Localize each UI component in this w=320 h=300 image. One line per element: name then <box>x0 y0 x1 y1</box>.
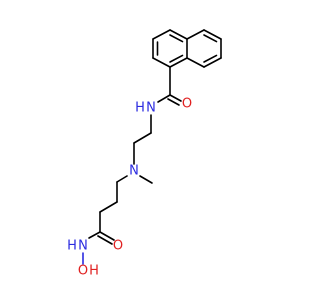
bond-chain-carbonyl-second <box>97 235 113 245</box>
hydroxamic-acid-group <box>82 231 115 265</box>
bond-c8a-c1-inner <box>169 54 184 63</box>
amine-substituents <box>116 175 153 184</box>
bond-c4-c4a <box>169 29 188 40</box>
naphthalene-ring-system <box>152 29 222 68</box>
atom-hydroxamic-h: H <box>67 239 77 254</box>
bond-c7-c8 <box>203 57 222 68</box>
bond-carbonyl-hydroxamic-n <box>88 231 101 239</box>
atom-amide-h: H <box>135 101 145 116</box>
bond-carbonyl-n <box>157 94 171 103</box>
atom-hydroxyl-o: O <box>78 264 88 279</box>
atom-amine-n: N <box>129 164 139 179</box>
bond-c4-c4a-inner <box>169 34 184 43</box>
atom-hydroxamic-n: N <box>78 239 88 254</box>
atom-amide-n: N <box>146 101 156 116</box>
bond-chain-carbonyl <box>99 231 115 241</box>
bond-chain-2 <box>99 201 118 213</box>
bond-c3-c4 <box>152 29 171 40</box>
bond-carbonyl-o <box>169 94 182 102</box>
bond-c1-c2 <box>152 57 171 68</box>
bond-c8a-c1 <box>169 57 188 68</box>
bond-ch2-ch2 <box>133 132 152 144</box>
molecule-structure-diagram: N H O N N H O O H <box>67 29 222 279</box>
butanoyl-chain <box>99 181 118 233</box>
bond-c7-c8-inner <box>203 54 218 63</box>
bond-c8-c8a <box>186 57 205 68</box>
atom-hydroxyl-h: H <box>89 264 99 279</box>
bond-amine-n-ch2 <box>116 175 128 183</box>
bond-c5-c6 <box>203 29 222 40</box>
ethylene-linker <box>133 114 152 165</box>
atom-hydroxamic-o: O <box>113 239 123 254</box>
atom-amide-o: O <box>182 97 192 112</box>
bond-carbonyl-o-second <box>167 98 180 106</box>
amide-group <box>157 66 182 106</box>
atom-labels: N H O N N H O O H <box>67 97 192 279</box>
bond-c4a-c5 <box>186 29 205 40</box>
bond-amine-n-methyl <box>139 175 153 184</box>
bond-c5-c6-inner <box>203 34 218 43</box>
